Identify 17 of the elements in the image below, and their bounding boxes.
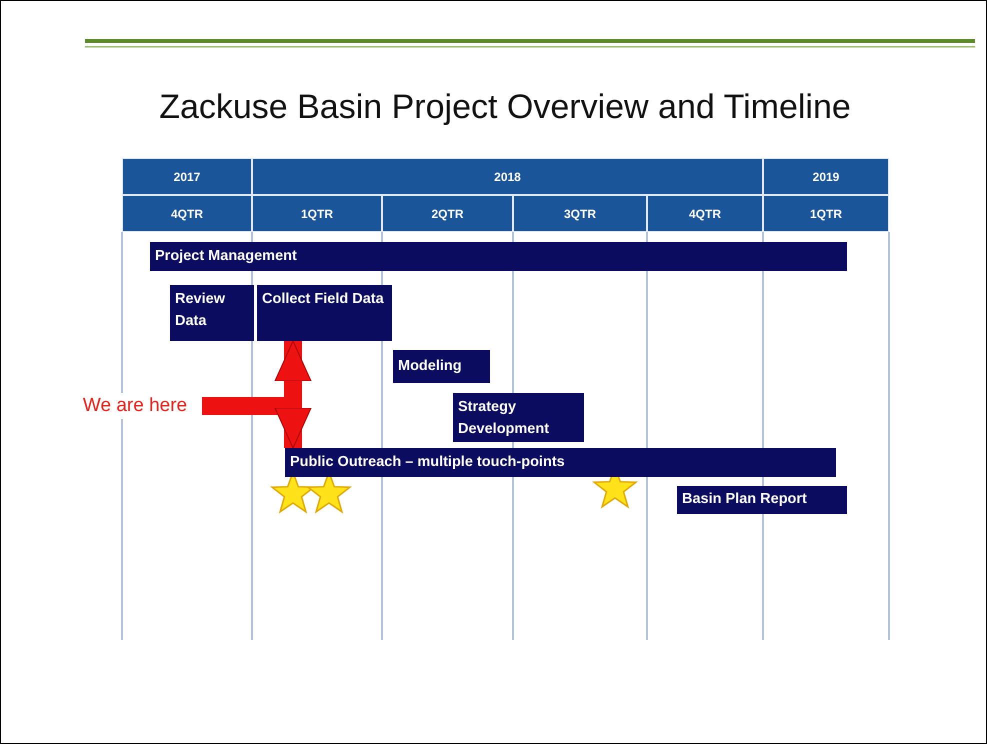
year-header: 2019 (763, 158, 889, 195)
slide-title: Zackuse Basin Project Overview and Timeline (158, 88, 852, 127)
task-bar: Collect Field Data (257, 285, 392, 341)
year-header: 2018 (252, 158, 763, 195)
quarter-header: 3QTR (513, 195, 647, 232)
task-bar: Project Management (150, 242, 847, 271)
quarter-header: 1QTR (252, 195, 382, 232)
task-bar: Public Outreach – multiple touch-points (285, 448, 836, 477)
task-bar: Modeling (393, 350, 490, 383)
task-bar: Review Data (170, 285, 254, 341)
year-header: 2017 (122, 158, 252, 195)
task-bar: Basin Plan Report (677, 486, 847, 514)
quarter-header: 4QTR (122, 195, 252, 232)
task-bar: Strategy Development (453, 393, 584, 442)
quarter-header: 1QTR (763, 195, 889, 232)
quarter-header: 2QTR (382, 195, 513, 232)
quarter-header: 4QTR (647, 195, 763, 232)
